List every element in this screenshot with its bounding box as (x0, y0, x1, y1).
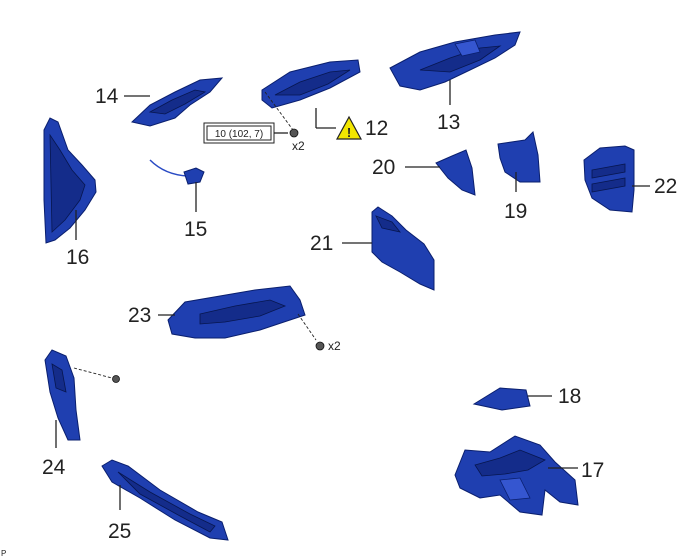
callout-15: 15 (184, 218, 207, 241)
part-25-step (101, 459, 229, 541)
warning-icon: ! (335, 115, 363, 140)
corner-mark: P (1, 549, 6, 558)
dash-24 (73, 367, 113, 379)
part-19-cover (497, 130, 541, 183)
part-12-garnish (261, 59, 361, 109)
part-24-pillar (44, 349, 81, 441)
bolt-icon-upper (289, 128, 299, 138)
svg-text:!: ! (347, 125, 351, 140)
part-18-mat (472, 387, 531, 411)
part-15-clip (149, 159, 205, 185)
quantity-lower: x2 (328, 339, 341, 353)
dash-23 (297, 313, 317, 341)
callout-12: 12 (365, 117, 388, 140)
callout-21: 21 (310, 232, 333, 255)
torque-spec-box: 10 (102, 7) (203, 122, 275, 144)
bolt-icon-lower (315, 341, 325, 351)
part-14-trim (130, 77, 224, 127)
callout-19: 19 (504, 200, 527, 223)
callout-16: 16 (66, 246, 89, 269)
callout-20: 20 (372, 156, 395, 179)
callout-22: 22 (654, 175, 677, 198)
part-16-pillar (43, 117, 97, 244)
quantity-upper: x2 (292, 139, 305, 153)
callout-23: 23 (128, 304, 151, 327)
part-23-panel (167, 285, 306, 339)
svg-text:10 (102, 7): 10 (102, 7) (215, 129, 263, 140)
part-13-garnish (389, 31, 521, 91)
callout-13: 13 (437, 111, 460, 134)
part-20-cover (435, 149, 476, 196)
clip-icon (112, 375, 120, 383)
part-21-trim (371, 206, 435, 291)
callout-18: 18 (558, 385, 581, 408)
callout-14: 14 (95, 85, 119, 108)
part-22-box (583, 145, 635, 213)
callout-25: 25 (108, 520, 131, 543)
callout-17: 17 (581, 459, 604, 482)
dash-12 (264, 91, 294, 131)
part-17-console (454, 435, 579, 516)
callout-24: 24 (42, 456, 66, 479)
